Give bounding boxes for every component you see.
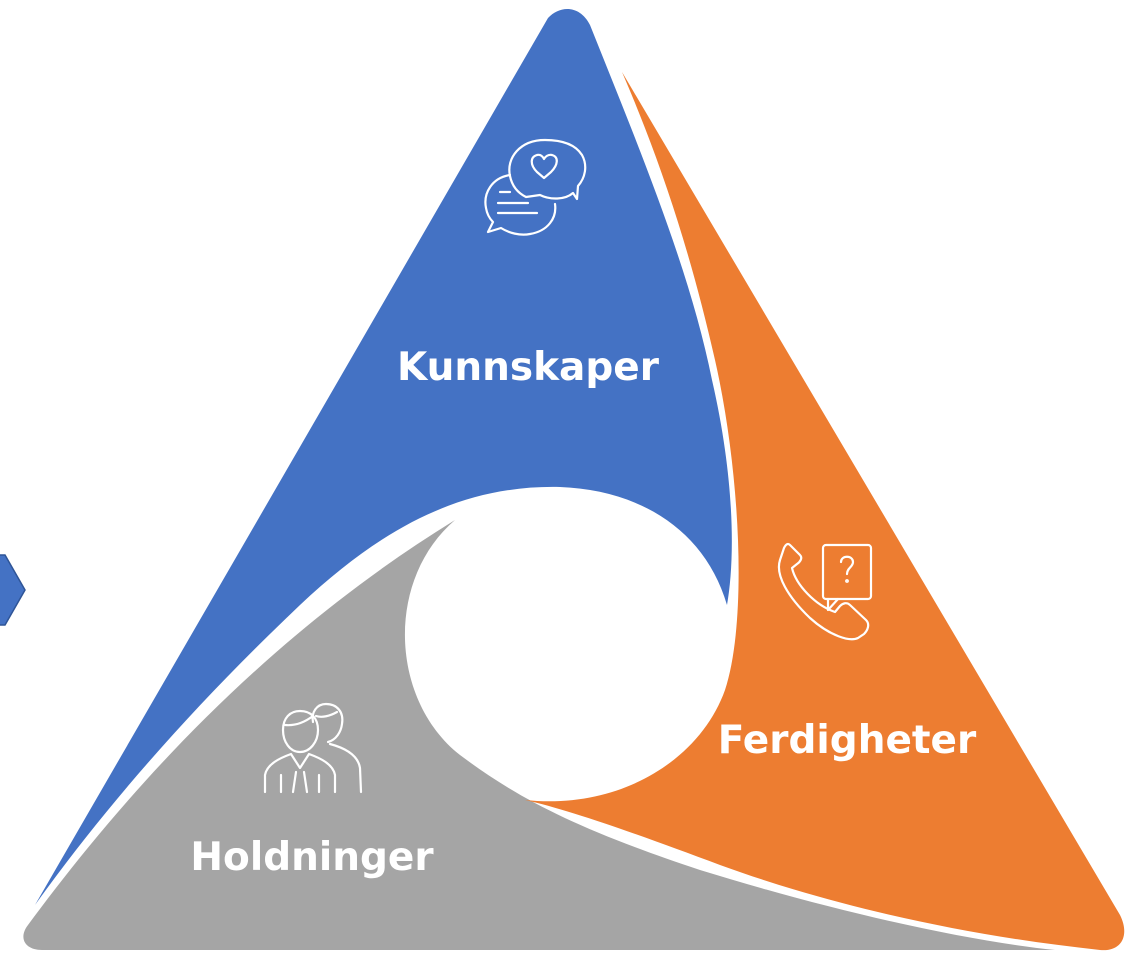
label-holdninger: Holdninger bbox=[190, 835, 434, 880]
chat-heart-icon bbox=[484, 138, 587, 236]
label-kunnskaper: Kunnskaper bbox=[397, 345, 660, 390]
segment-holdninger bbox=[23, 520, 1055, 950]
left-arrow-shape bbox=[0, 554, 26, 626]
segment-ferdigheter bbox=[525, 72, 1125, 951]
phone-question-icon bbox=[777, 542, 873, 641]
label-ferdigheter: Ferdigheter bbox=[718, 718, 977, 763]
two-people-icon bbox=[263, 702, 363, 794]
segment-kunnskaper bbox=[35, 8, 732, 905]
